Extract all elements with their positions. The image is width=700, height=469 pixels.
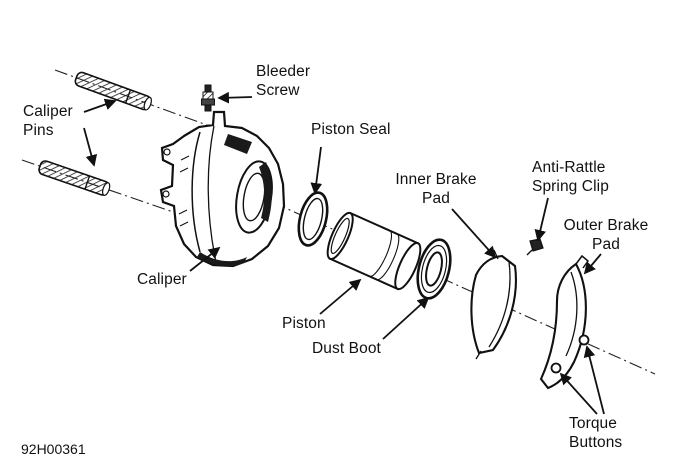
figure-code: 92H00361 bbox=[21, 441, 86, 457]
anti-rattle-clip-part bbox=[526, 238, 544, 256]
label-anti-rattle-spring-clip: Anti-Rattle Spring Clip bbox=[532, 159, 609, 195]
label-caliper: Caliper bbox=[137, 271, 187, 288]
arrow-torque-button-1 bbox=[559, 372, 598, 415]
arrow-inner-brake-pad bbox=[451, 208, 497, 259]
bleeder-screw-part bbox=[201, 84, 215, 112]
arrow-caliper-pin-upper bbox=[83, 98, 117, 113]
arrow-dust-boot bbox=[382, 296, 430, 340]
arrow-anti-rattle-clip bbox=[534, 197, 549, 242]
arrow-caliper-pin-lower bbox=[83, 127, 98, 167]
piston-part bbox=[326, 211, 422, 291]
label-inner-brake-pad: Inner Brake Pad bbox=[395, 171, 477, 207]
caliper-pin-lower bbox=[38, 160, 111, 196]
arrow-outer-brake-pad bbox=[583, 253, 602, 275]
label-piston-seal: Piston Seal bbox=[311, 121, 391, 138]
arrow-bleeder-screw bbox=[217, 91, 253, 104]
arrow-piston bbox=[319, 278, 362, 315]
outer-brake-pad-part bbox=[539, 254, 590, 390]
torque-button bbox=[550, 362, 562, 374]
arrow-piston-seal bbox=[310, 146, 323, 195]
arrow-torque-button-2 bbox=[583, 345, 605, 415]
arrow-caliper bbox=[189, 246, 221, 272]
label-piston: Piston bbox=[282, 315, 326, 332]
label-caliper-pins: Caliper Pins bbox=[23, 103, 73, 139]
label-dust-boot: Dust Boot bbox=[312, 340, 381, 357]
label-bleeder-screw: Bleeder Screw bbox=[256, 63, 311, 99]
inner-brake-pad-part bbox=[470, 249, 517, 360]
piston-seal-part bbox=[297, 191, 329, 247]
caliper-body bbox=[159, 110, 286, 268]
caliper-pin-upper bbox=[74, 71, 152, 111]
label-torque-buttons: Torque Buttons bbox=[569, 415, 623, 451]
dust-boot-part bbox=[416, 238, 452, 300]
torque-button bbox=[578, 334, 590, 346]
label-outer-brake-pad: Outer Brake Pad bbox=[563, 217, 649, 253]
